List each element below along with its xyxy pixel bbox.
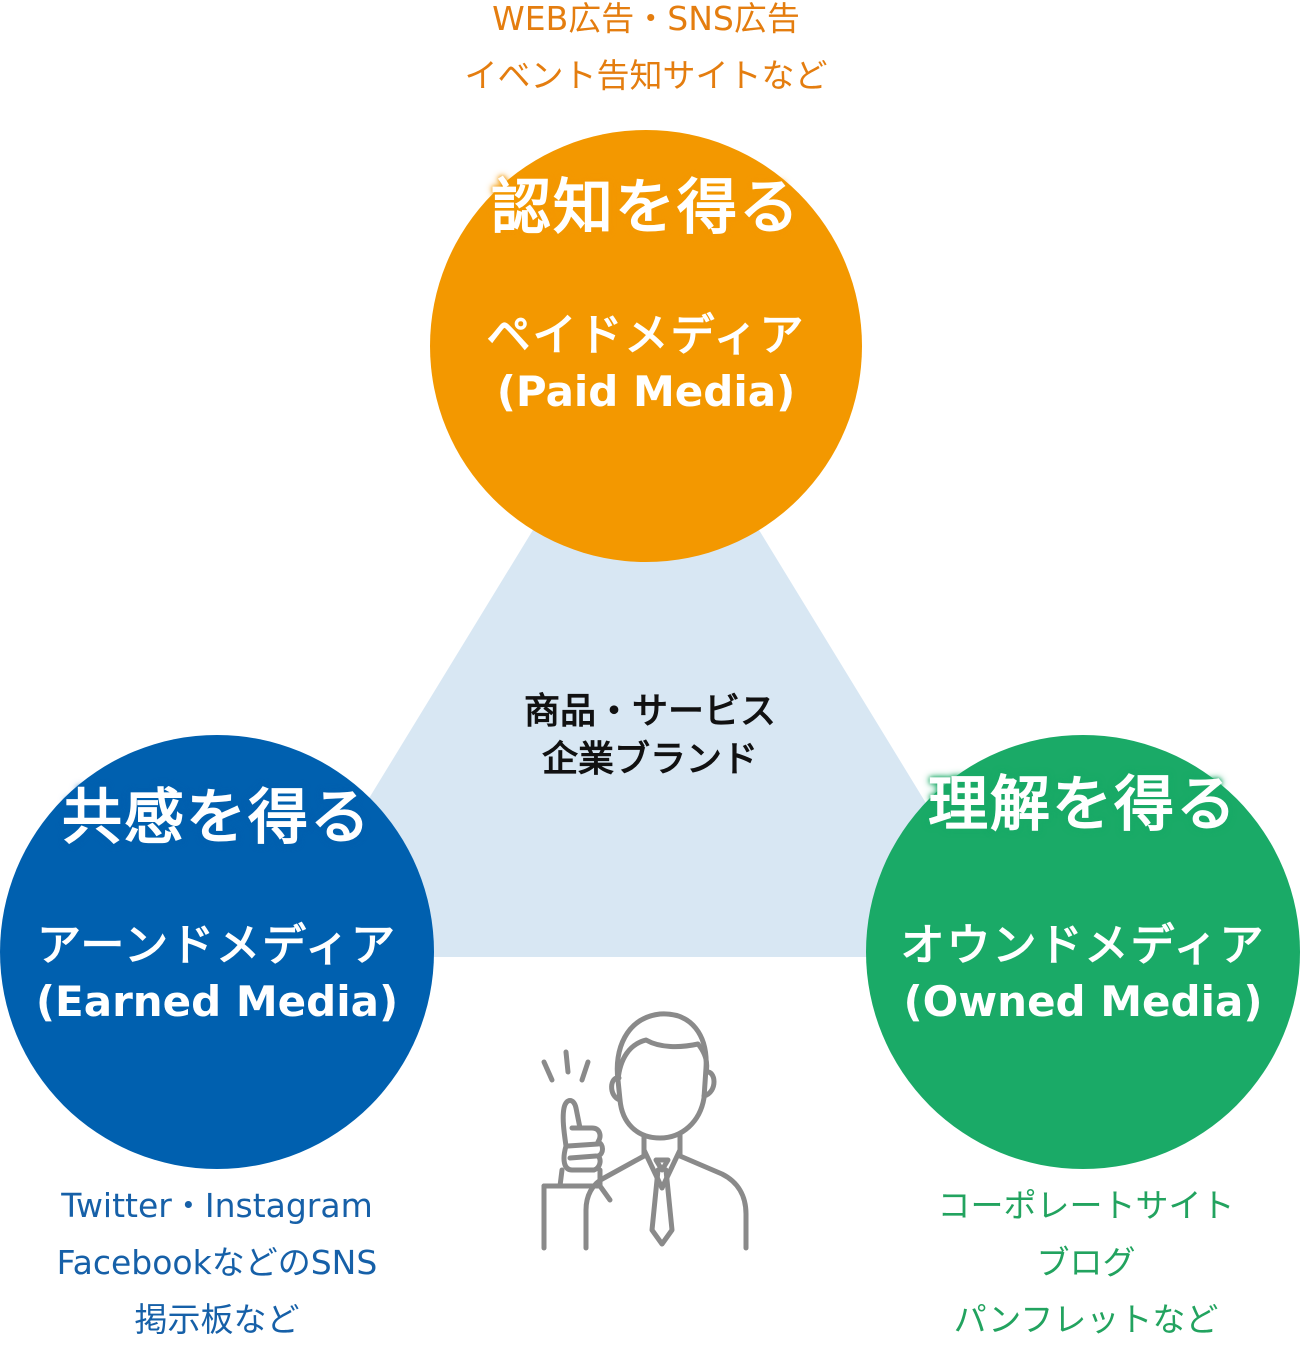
paid-media-heading: 認知を得る (491, 173, 801, 243)
earned-example-1: Twitter・Instagram (61, 1186, 373, 1225)
center-label-line1: 商品・サービス (523, 691, 776, 732)
paid-media-name-en: (Paid Media) (496, 367, 796, 416)
businessman-thumbs-up-icon (541, 1011, 749, 1251)
earned-media-name-jp: アーンドメディア (36, 920, 398, 971)
owned-example-3: パンフレットなど (953, 1300, 1219, 1339)
owned-media-name-en: (Owned Media) (903, 977, 1263, 1026)
earned-media-examples: Twitter・Instagram FacebookなどのSNS 掲示板など (0, 1177, 434, 1348)
earned-example-3: 掲示板など (134, 1300, 300, 1339)
owned-media-name: オウンドメディア (Owned Media) (866, 918, 1300, 1030)
earned-media-heading: 共感を得る (62, 783, 372, 853)
center-triangle-shape (272, 345, 1020, 957)
paid-media-name: ペイドメディア (Paid Media) (430, 308, 862, 420)
owned-example-2: ブログ (1036, 1243, 1136, 1282)
paid-media-examples: WEB広告・SNS広告 イベント告知サイトなど (346, 0, 946, 104)
center-label: 商品・サービス 企業ブランド (420, 688, 880, 784)
earned-example-2: FacebookなどのSNS (56, 1243, 378, 1282)
paid-media-circle (430, 130, 862, 562)
paid-example-2: イベント告知サイトなど (464, 56, 828, 95)
earned-media-name-en: (Earned Media) (35, 977, 399, 1026)
earned-media-circle (0, 735, 434, 1169)
owned-media-circle (866, 735, 1300, 1169)
paid-example-1: WEB広告・SNS広告 (492, 0, 800, 38)
owned-media-name-jp: オウンドメディア (900, 920, 1266, 971)
paid-media-name-jp: ペイドメディア (486, 310, 806, 361)
earned-media-name: アーンドメディア (Earned Media) (0, 918, 434, 1030)
center-label-line2: 企業ブランド (541, 739, 758, 780)
owned-media-examples: コーポレートサイト ブログ パンフレットなど (836, 1177, 1300, 1348)
owned-example-1: コーポレートサイト (937, 1186, 1235, 1225)
owned-media-heading: 理解を得る (928, 770, 1238, 840)
